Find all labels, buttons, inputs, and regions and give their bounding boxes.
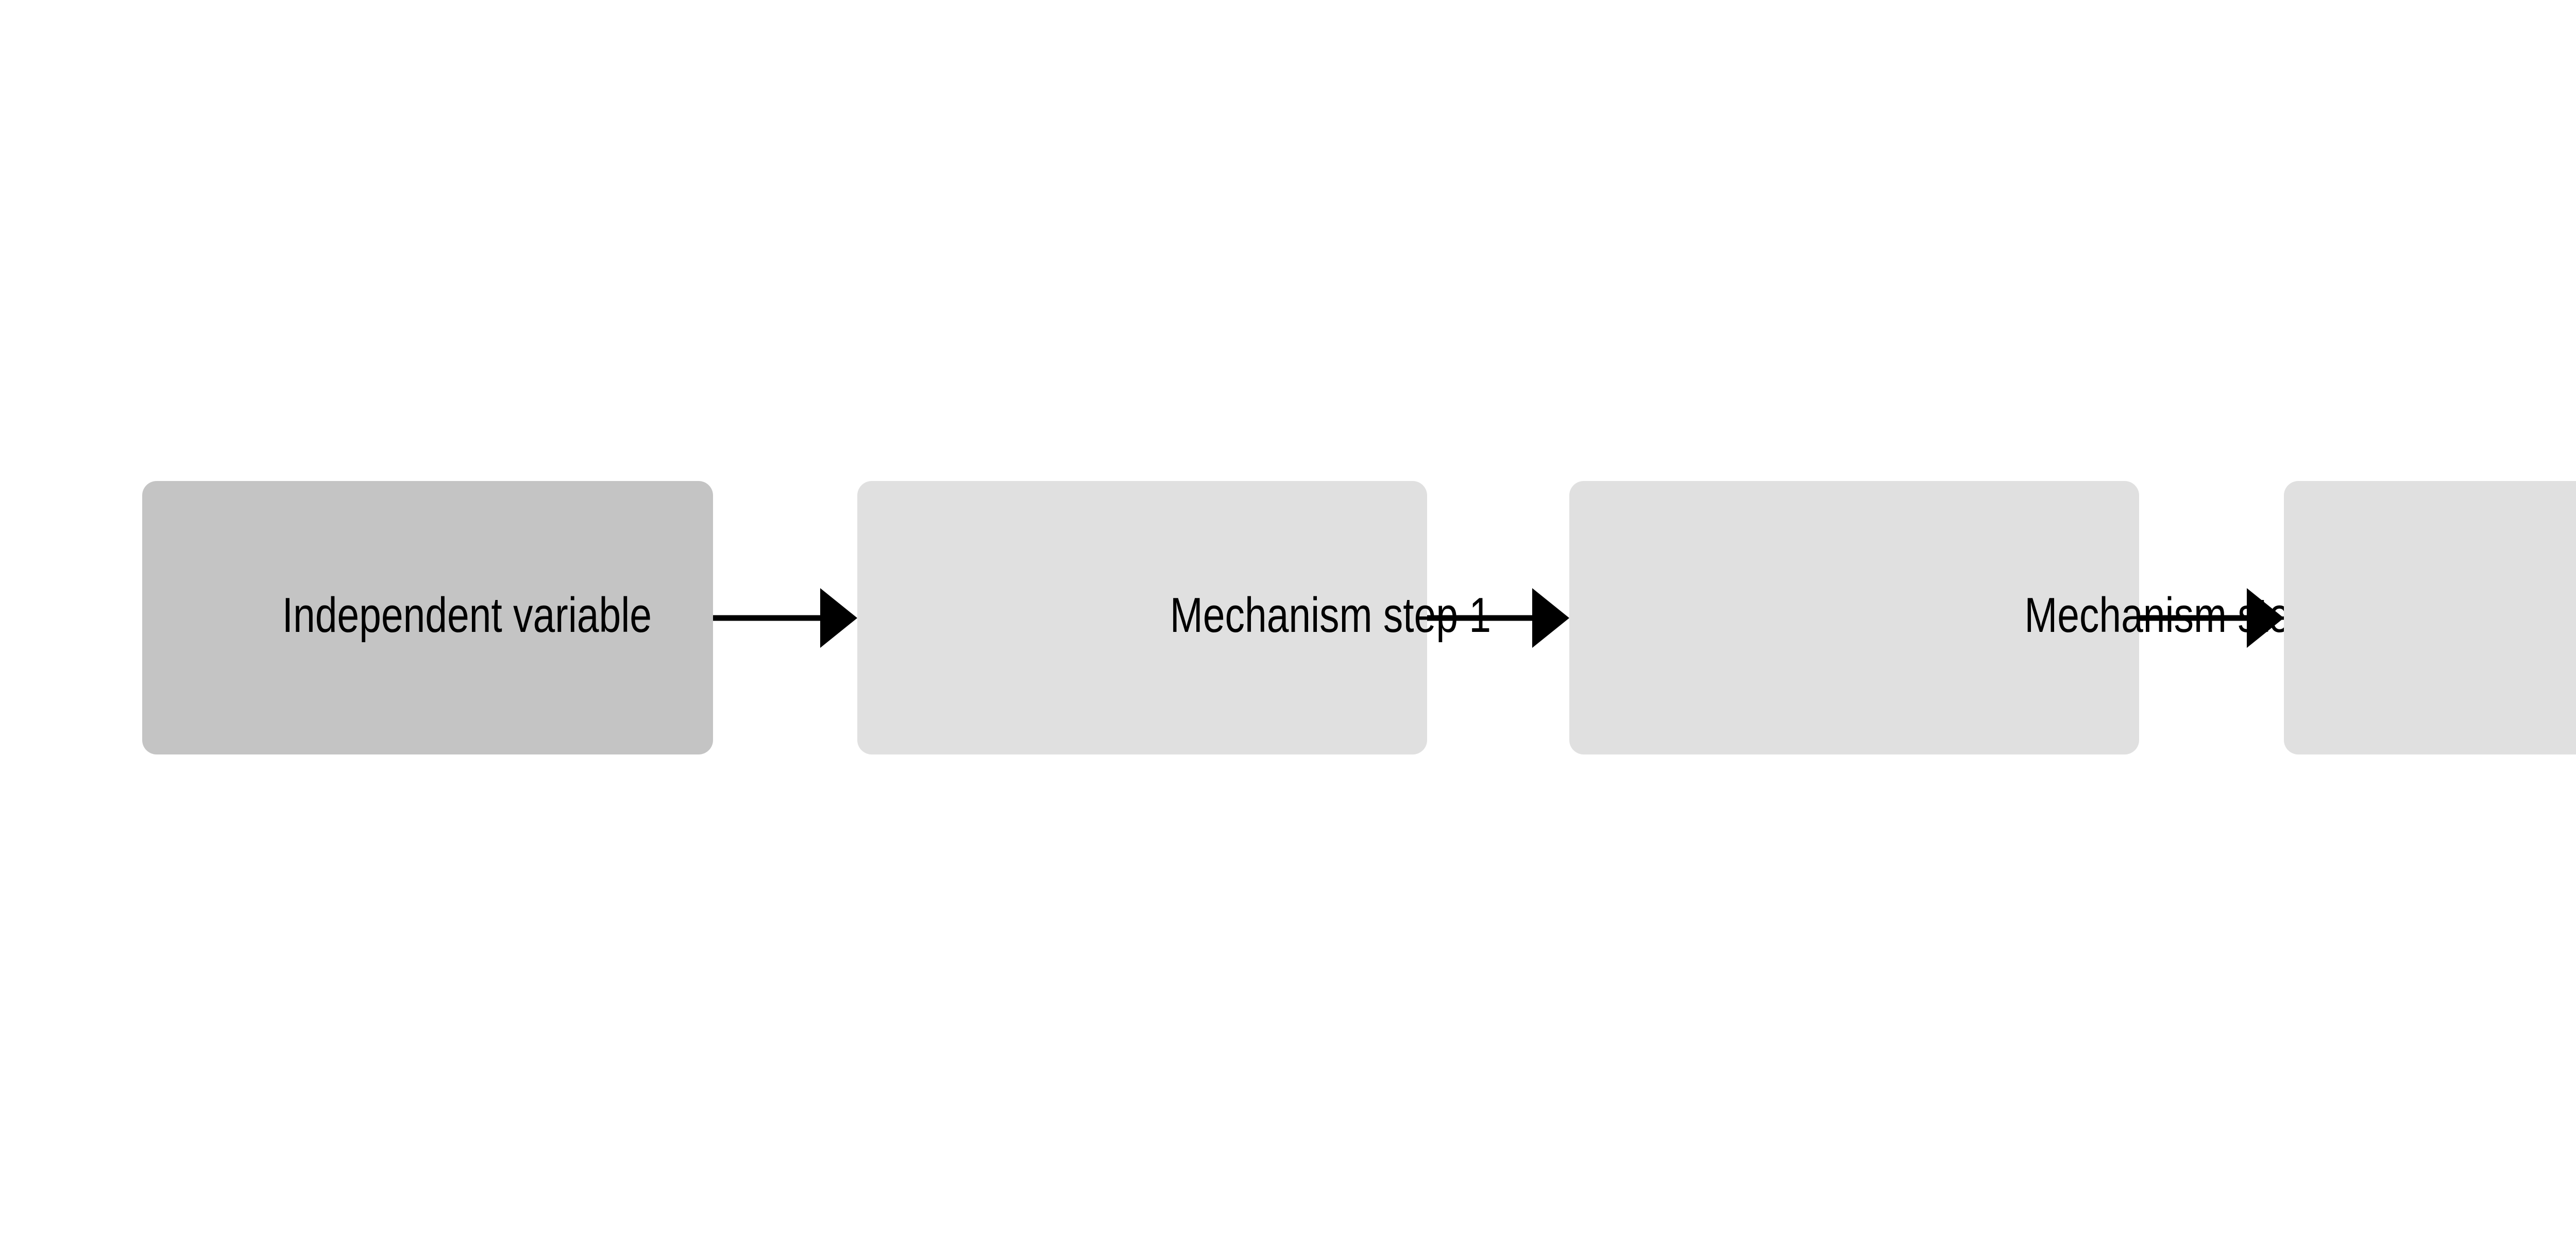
node-independent-variable[interactable]: Independent variable bbox=[142, 481, 713, 754]
node-box[interactable] bbox=[857, 481, 1427, 754]
flow-arrow bbox=[710, 588, 857, 648]
flow-arrow bbox=[2136, 588, 2284, 648]
arrowhead-icon bbox=[2247, 588, 2284, 648]
flow-arrow bbox=[1424, 588, 1569, 648]
node-label: Mechanism step 1 bbox=[1170, 588, 1491, 643]
edges-layer bbox=[710, 588, 2284, 648]
arrowhead-icon bbox=[1532, 588, 1569, 648]
node-mechanism-step-1[interactable]: Mechanism step 1 bbox=[857, 481, 1491, 754]
node-mechanism-step-2[interactable]: Mechanism step 2 bbox=[1569, 481, 2345, 754]
arrowhead-icon bbox=[820, 588, 857, 648]
nodes-layer: Independent variable Mechanism step 1 Mech… bbox=[142, 481, 2576, 754]
node-box[interactable] bbox=[2284, 481, 2576, 754]
node-box[interactable] bbox=[1569, 481, 2139, 754]
node-box[interactable] bbox=[142, 481, 713, 754]
node-mechanism-step-3[interactable]: Mechanism step 3 bbox=[2284, 481, 2576, 754]
node-label: Independent variable bbox=[282, 588, 652, 643]
